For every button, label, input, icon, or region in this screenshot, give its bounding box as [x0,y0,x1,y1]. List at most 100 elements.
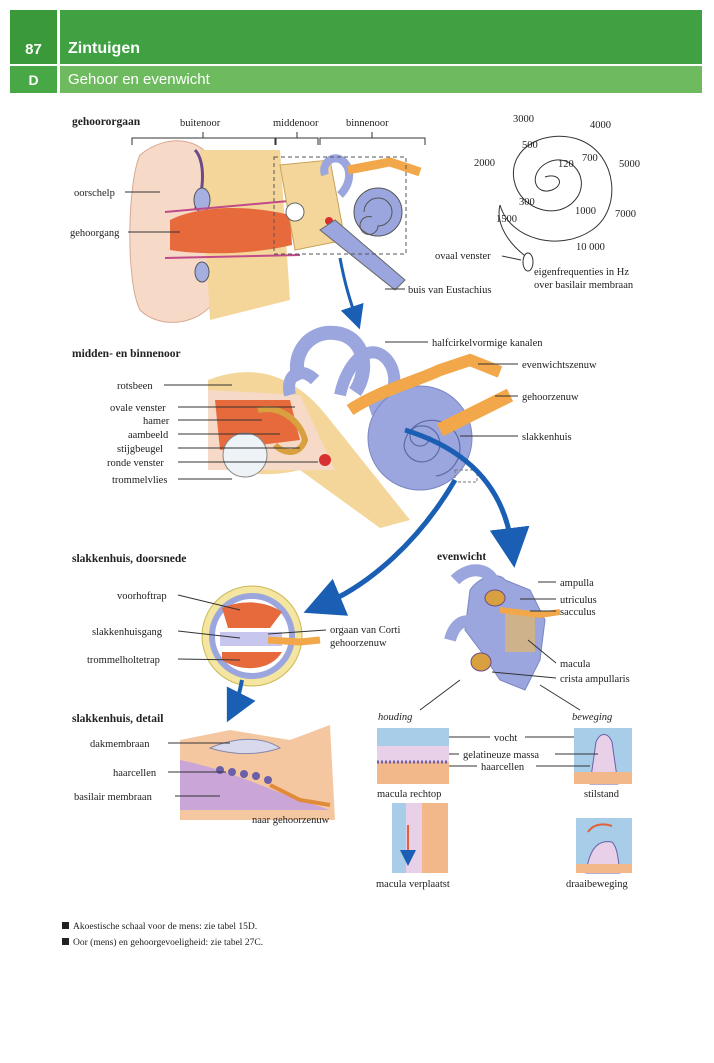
detail-box [454,469,478,483]
freq-700: 700 [582,153,598,164]
ossicles [257,406,309,455]
label-buis-eustachius: buis van Eustachius [408,285,491,296]
bracket-buitenoor [131,132,276,145]
arrow-to-detail [226,679,256,723]
label-trommelholtetrap: trommelholtetrap [87,655,160,666]
panel-macula-verplaatst [392,803,448,873]
label-binnenoor: binnenoor [346,118,389,129]
freq-4000: 4000 [590,120,611,131]
freq-3000: 3000 [513,114,534,125]
cochlea-spiral [403,419,461,477]
label-houding: houding [378,712,412,723]
semicircular-canal-3 [283,366,320,397]
right-labels-mid: halfcirkelvormige kanalen evenwichtszenu… [385,338,597,443]
sacculus-organ [505,612,535,652]
label-gelatineuze-massa: gelatineuze massa [463,750,539,761]
heading-midden-binnenoor: midden- en binnenoor [72,348,181,360]
doorsnede-left-labels: voorhoftrap slakkenhuisgang trommelholte… [87,591,241,666]
detail-nerve-fiber [269,783,331,807]
label-haarcellen-detail: haarcellen [113,768,157,779]
label-basilair: basilair membraan [74,792,153,803]
cartilage-blob-2 [194,261,210,283]
label-slakkenhuis: slakkenhuis [522,432,572,443]
semicircular-canal-1 [289,325,371,396]
heading-gehoororgaan: gehoororgaan [72,116,141,128]
leader-ovaal [501,255,522,261]
section-letter: D [10,66,57,93]
macula-center-labels: vocht gelatineuze massa haarcellen [449,733,598,773]
freq-1500: 1500 [496,214,517,225]
label-gehoorgang: gehoorgang [70,228,120,239]
panel-draaibeweging [576,818,632,874]
heading-detail: slakkenhuis, detail [72,713,163,725]
label-middenoor: middenoor [273,118,319,129]
freq-5000: 5000 [619,159,640,170]
footnote-1: Akoestische schaal voor de mens: zie tab… [62,922,257,932]
detail-hair-cells [216,766,272,784]
vestibular-nerve [346,353,503,416]
label-ronde-venster: ronde venster [107,458,164,469]
freq-1000: 1000 [575,206,596,217]
scala-tympani [222,652,282,669]
label-crista-ampullaris: crista ampullaris [560,674,630,685]
caption-draaibeweging: draaibeweging [566,879,629,890]
freq-10000: 10 000 [576,242,605,253]
label-ampulla: ampulla [560,578,594,589]
caption-macula-rechtop: macula rechtop [377,789,441,800]
doorsnede-right-labels: orgaan van Corti gehoorzenuw [267,625,400,649]
section-title: Gehoor en evenwicht [60,66,702,93]
heading-doorsnede: slakkenhuis, doorsnede [72,553,186,565]
chapter-header: 87 Zintuigen [10,10,702,64]
spiral-caption-2: over basilair membraan [534,280,634,291]
zoom-box [273,156,407,255]
label-buitenoor: buitenoor [180,118,221,129]
label-sacculus: sacculus [560,607,596,618]
scala-media [220,632,282,646]
label-aambeeld: aambeeld [128,430,169,441]
evenwicht-labels: ampulla utriculus sacculus macula crista… [491,578,630,685]
arrow-zoom-1 [338,257,364,330]
cochlea [367,385,473,491]
cochlear-nerve [436,388,514,437]
footnote-2: Oor (mens) en gehoorgevoeligheid: zie ta… [62,938,263,948]
label-ovaal-venster: ovaal venster [435,251,491,262]
freq-300: 300 [519,197,535,208]
label-gehoorzenuw-doorsnede: gehoorzenuw [330,638,387,649]
caption-stilstand: stilstand [584,789,620,800]
frequency-spiral [499,135,613,242]
label-halfcirkel: halfcirkelvormige kanalen [432,338,543,349]
panel-stilstand [574,728,632,785]
round-window [319,454,331,466]
label-hamer: hamer [143,416,170,427]
spiral-tail [498,204,529,259]
arrow-to-doorsnede [303,478,458,616]
label-stijgbeugel: stijgbeugel [117,444,163,455]
label-beweging: beweging [572,712,612,723]
bullet-square-icon [62,922,69,929]
label-slakkenhuisgang: slakkenhuisgang [92,627,163,638]
freq-500: 500 [522,140,538,151]
section-header: D Gehoor en evenwicht [10,66,702,93]
eardrum [285,202,305,222]
heading-evenwicht: evenwicht [437,551,486,563]
chapter-number: 87 [10,10,57,64]
cochlea-small [353,187,403,237]
chapter-title: Zintuigen [60,10,702,64]
nerve-small [347,157,422,177]
nerve-doorsnede [267,636,321,646]
freq-7000: 7000 [615,209,636,220]
bullet-square-icon [62,938,69,945]
crista-organ [470,652,492,672]
label-orgaan-corti: orgaan van Corti [330,625,400,636]
label-voorhoftrap: voorhoftrap [117,591,167,602]
evenwicht-canal-2 [444,615,485,642]
label-utriculus: utriculus [560,595,597,606]
label-naar-gehoorzenuw: naar gehoorzenuw [252,815,330,826]
leader-houding [419,679,461,711]
bracket-middenoor [275,132,319,145]
cochlea-spiral-small [359,197,393,235]
bracket-binnenoor [319,132,426,145]
canal-lining [164,199,301,259]
label-vocht: vocht [494,733,517,744]
